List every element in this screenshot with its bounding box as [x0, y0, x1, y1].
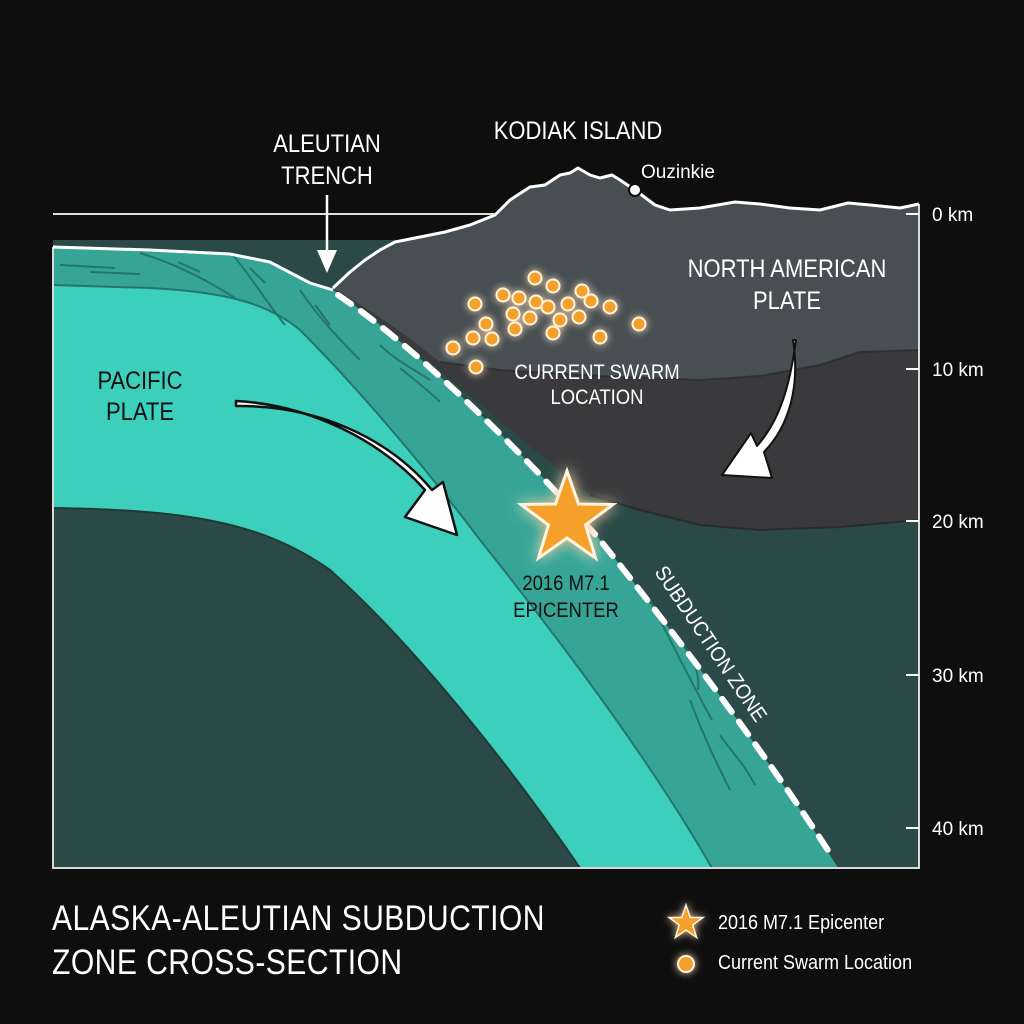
depth-tick-20: 20 km [932, 512, 984, 533]
swarm-dot [583, 293, 599, 309]
epicenter-label-line2: EPICENTER [513, 599, 619, 622]
depth-axis [906, 213, 919, 829]
swarm-dot [511, 290, 527, 306]
swarm-label-line1: CURRENT SWARM [514, 361, 679, 384]
diagram-title: ALASKA-ALEUTIAN SUBDUCTION ZONE CROSS-SE… [52, 897, 545, 985]
kodiak-topography [331, 166, 920, 290]
swarm-dot [574, 283, 590, 299]
swarm-dot [540, 299, 556, 315]
pacific-crust [53, 247, 838, 868]
na-plate-label-line2: PLATE [753, 287, 821, 315]
swarm-dot [571, 309, 587, 325]
swarm-dot [468, 359, 484, 375]
pacific-plate-label-line2: PLATE [106, 398, 174, 426]
trench-label-line2: TRENCH [281, 162, 373, 190]
pacific-plate-label-line1: PACIFIC [97, 367, 182, 395]
na-plate-motion-arrow-icon [721, 339, 797, 479]
swarm-dot [507, 321, 523, 337]
depth-tick-30: 30 km [932, 666, 984, 687]
legend-star-icon [666, 902, 706, 940]
swarm-dot [552, 312, 568, 328]
trench-label-line1: ALEUTIAN [273, 130, 381, 158]
swarm-dot [545, 278, 561, 294]
legend-circle-icon [677, 955, 695, 973]
epicenter-label-line1: 2016 M7.1 [522, 572, 609, 595]
swarm-dot [484, 331, 500, 347]
title-line1: ALASKA-ALEUTIAN SUBDUCTION [52, 899, 545, 938]
swarm-dot [631, 316, 647, 332]
kodiak-island-label: KODIAK ISLAND [494, 117, 663, 145]
swarm-dot [495, 287, 511, 303]
swarm-dot [527, 270, 543, 286]
swarm-dot [505, 306, 521, 322]
ouzinkie-marker [628, 183, 642, 197]
swarm-dot [592, 329, 608, 345]
epicenter-star-icon [516, 466, 618, 562]
legend: 2016 M7.1 Epicenter Current Swarm Locati… [664, 903, 934, 983]
panel-border [52, 204, 920, 869]
legend-label: 2016 M7.1 Epicenter [718, 911, 885, 934]
swarm-dot [522, 310, 538, 326]
title-line2: ZONE CROSS-SECTION [52, 943, 403, 982]
swarm-dot [560, 296, 576, 312]
pacific-plate-motion-arrow-icon [234, 399, 459, 537]
swarm-dot [445, 340, 461, 356]
swarm-dot [467, 296, 483, 312]
depth-tick-0: 0 km [932, 205, 973, 226]
swarm-dots [445, 270, 647, 375]
swarm-dot [545, 325, 561, 341]
ouzinkie-label: Ouzinkie [641, 162, 715, 183]
legend-item-swarm: Current Swarm Location [664, 943, 934, 983]
legend-label: Current Swarm Location [718, 951, 913, 974]
swarm-dot [478, 316, 494, 332]
swarm-label-line2: LOCATION [550, 386, 643, 409]
trench-arrow-icon [317, 195, 337, 273]
depth-tick-10: 10 km [932, 360, 984, 381]
legend-item-epicenter: 2016 M7.1 Epicenter [664, 903, 934, 943]
swarm-dot [602, 299, 618, 315]
na-plate-label-line1: NORTH AMERICAN [688, 255, 887, 283]
swarm-dot [465, 330, 481, 346]
depth-tick-40: 40 km [932, 819, 984, 840]
